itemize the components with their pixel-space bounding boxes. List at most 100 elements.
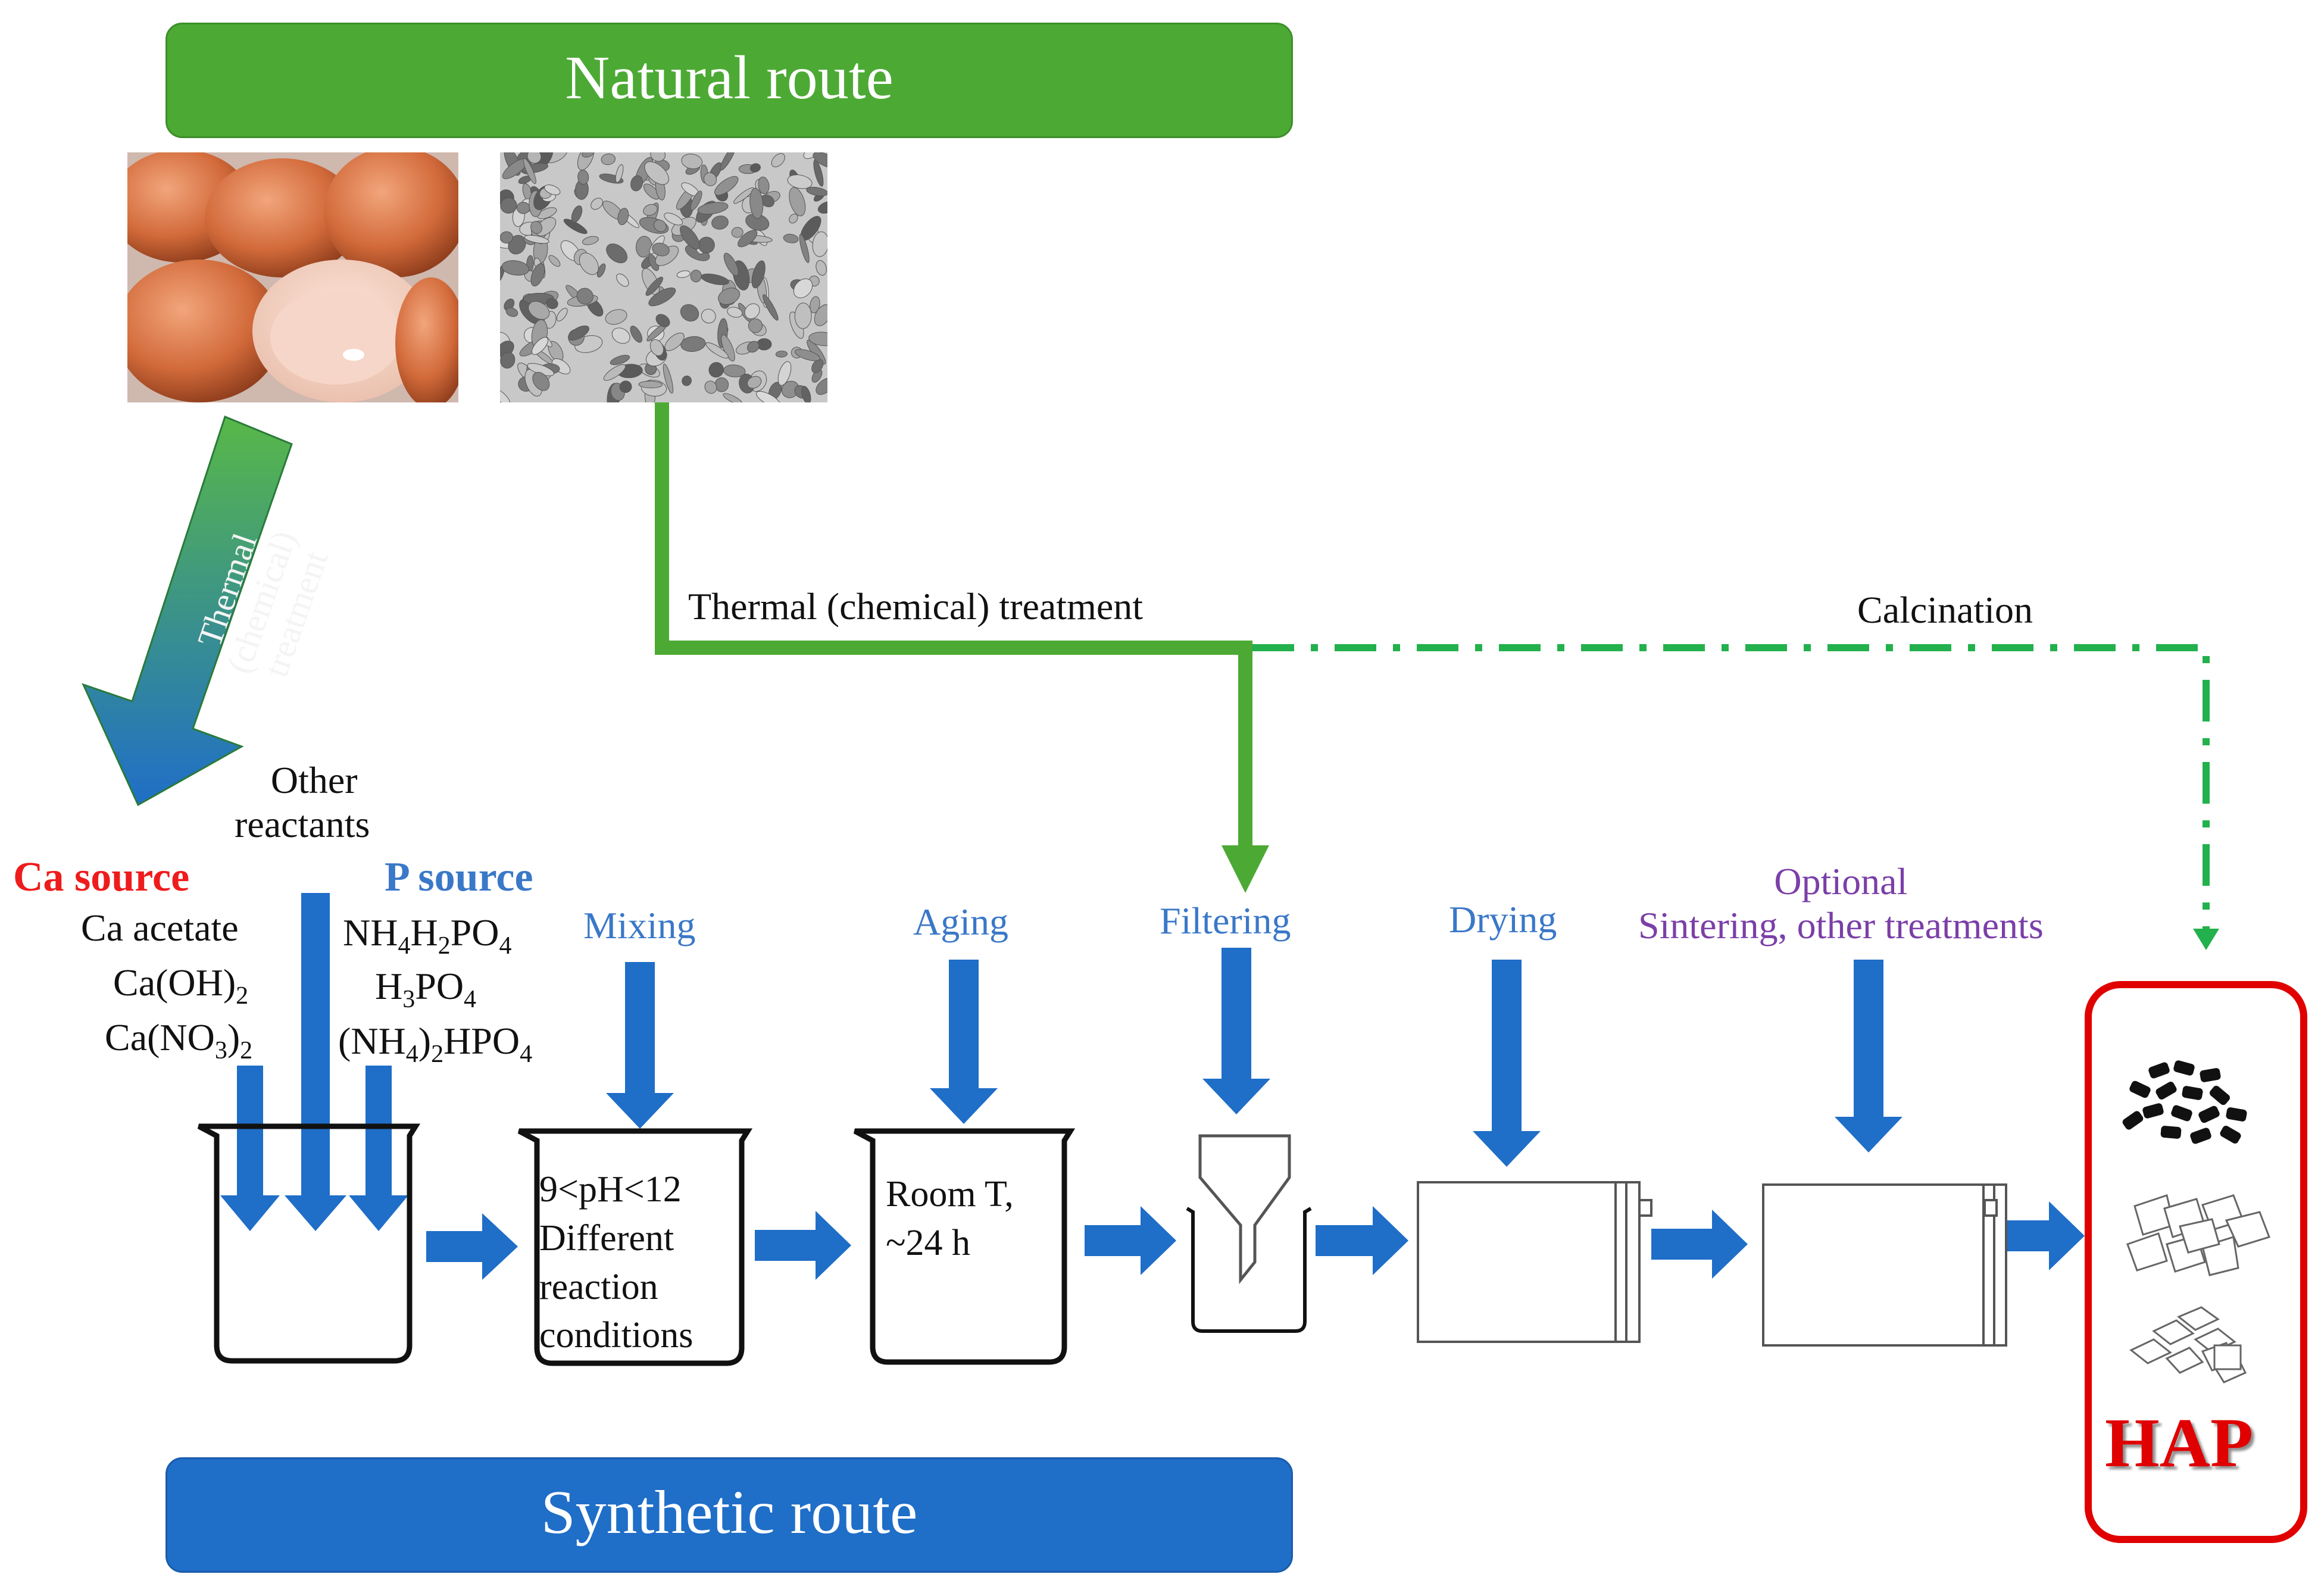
granule	[537, 207, 557, 220]
granule	[617, 208, 629, 226]
other-reactants-label: Other reactants	[235, 758, 370, 846]
granule	[708, 362, 724, 378]
granule	[701, 308, 716, 324]
aging-beaker-text: Room T, ~24 h	[886, 1174, 1014, 1263]
granule	[500, 197, 517, 214]
granule	[556, 308, 568, 321]
granule	[751, 260, 766, 289]
granule	[690, 270, 702, 283]
hap-plates-icon	[2126, 1194, 2270, 1276]
hap-particles-dark-icon	[2122, 1060, 2247, 1144]
hap-label: HAP	[2105, 1404, 2254, 1482]
granule	[723, 252, 739, 276]
granule	[655, 314, 670, 327]
natural-route-label: Natural route	[565, 43, 894, 112]
granule	[528, 301, 550, 320]
mixing-beaker-icon	[517, 1128, 753, 1366]
granule	[723, 393, 743, 402]
granule	[794, 349, 821, 361]
granule	[530, 221, 542, 234]
step-optional-line1: Optional	[1774, 860, 1908, 902]
granule	[611, 327, 630, 344]
step-mixing-label: Mixing	[583, 904, 696, 947]
reactant-beaker-icon	[197, 1123, 421, 1364]
granule	[500, 388, 511, 402]
granule	[721, 334, 735, 362]
granule	[789, 213, 798, 224]
p-item-nh42hpo4: (NH4)2HPO4	[338, 1020, 533, 1068]
natural-route-green-line	[655, 402, 1269, 893]
step-filtering-label: Filtering	[1160, 899, 1291, 942]
calcination-label: Calcination	[1857, 589, 2033, 631]
synthetic-route-label: Synthetic route	[541, 1478, 918, 1547]
granule	[733, 187, 754, 204]
step-optional-label: Optional Sintering, other treatments	[1638, 860, 2044, 947]
granule	[546, 298, 558, 310]
granule	[787, 174, 813, 189]
granule	[808, 332, 827, 346]
granule	[610, 355, 630, 366]
ca-item-hydroxide-text: Ca(OH)	[113, 961, 236, 1004]
ca-item-nitrate-close: )	[227, 1016, 240, 1058]
eggshell-photo	[127, 152, 458, 402]
funnel-icon	[1186, 1134, 1312, 1333]
granule	[664, 213, 683, 226]
step-drying-label: Drying	[1449, 898, 1557, 941]
granule	[531, 337, 549, 355]
sintering-oven-icon	[1762, 1183, 2007, 1347]
granule	[801, 386, 811, 402]
bone-granules-photo	[500, 152, 827, 402]
granule	[563, 218, 588, 235]
granule	[711, 215, 729, 230]
p-source-title: P source	[385, 854, 533, 900]
granule	[616, 273, 629, 287]
granule	[676, 270, 691, 278]
granule	[812, 231, 827, 257]
granule	[615, 164, 624, 183]
granule	[727, 307, 743, 318]
ca-item-acetate: Ca acetate	[81, 907, 239, 949]
granule	[806, 186, 827, 196]
p-item-h3po4: H3PO4	[375, 965, 477, 1013]
granule	[605, 309, 627, 325]
granule	[813, 160, 824, 187]
granule	[746, 376, 762, 389]
thermal-treatment-diagonal-arrow	[82, 415, 293, 807]
granule	[704, 380, 717, 394]
granule	[630, 326, 643, 343]
granule	[577, 170, 589, 185]
granule	[789, 187, 806, 217]
granule	[664, 332, 685, 351]
granule	[714, 176, 739, 196]
granule	[813, 152, 827, 168]
granule	[579, 252, 599, 275]
granule	[630, 175, 643, 192]
granule	[814, 304, 827, 326]
granule	[794, 302, 812, 329]
granule	[810, 296, 820, 314]
granule	[783, 233, 799, 243]
granule	[619, 380, 632, 393]
granule	[747, 341, 760, 353]
granule	[571, 205, 583, 223]
granule	[682, 375, 692, 386]
granule	[703, 172, 717, 186]
calcination-dashed-line	[1252, 644, 2219, 950]
mixing-beaker-text: 9<pH<12 Different reaction conditions	[539, 1169, 693, 1356]
p-item-nh4h2po4: NH4H2PO4	[343, 911, 512, 960]
granule	[680, 304, 699, 321]
granule	[763, 294, 779, 321]
granule	[576, 288, 593, 305]
blue-right-arrows	[426, 1201, 2085, 1280]
granule	[718, 288, 741, 305]
synthetic-route-banner: Synthetic route	[165, 1457, 1293, 1573]
granule	[816, 260, 827, 276]
granule	[500, 231, 513, 244]
granule	[705, 342, 729, 359]
granule	[524, 235, 549, 244]
granule	[771, 153, 785, 167]
granule	[505, 307, 518, 317]
granule	[544, 185, 561, 195]
step-aging-label: Aging	[913, 901, 1008, 943]
step-optional-line2: Sintering, other treatments	[1638, 904, 2044, 947]
